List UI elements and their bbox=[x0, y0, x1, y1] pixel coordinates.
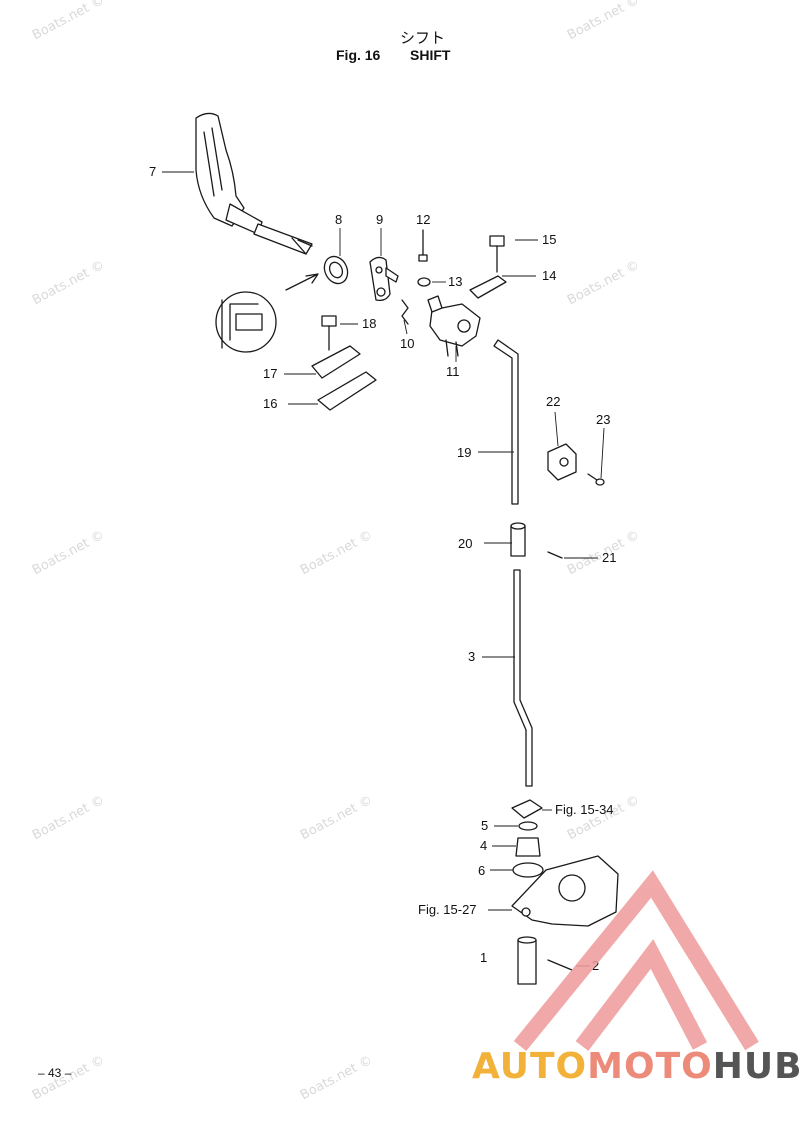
logo-text-hub: HUB bbox=[712, 1046, 800, 1087]
callout-17: 17 bbox=[263, 366, 277, 381]
part-screw-23 bbox=[587, 473, 605, 486]
callout-7: 7 bbox=[149, 164, 156, 179]
part-shift-arm bbox=[369, 256, 399, 302]
callout-3: 3 bbox=[468, 649, 475, 664]
part-bolt-15 bbox=[489, 235, 505, 273]
part-pin-2 bbox=[547, 959, 573, 971]
part-wave-washer bbox=[323, 255, 349, 285]
part-shift-rod-upper bbox=[493, 339, 519, 505]
figure-number: Fig. 16 bbox=[336, 47, 381, 63]
callout-11: 11 bbox=[446, 364, 460, 379]
callout-22: 22 bbox=[546, 394, 560, 409]
japanese-title: シフト bbox=[400, 29, 446, 47]
callout-14: 14 bbox=[542, 268, 556, 283]
callout-4: 4 bbox=[480, 838, 487, 853]
part-bolt-18 bbox=[321, 315, 337, 351]
part-pin-21 bbox=[547, 551, 563, 559]
callout-fig-15-34: Fig. 15-34 bbox=[555, 802, 614, 817]
callout-10: 10 bbox=[400, 336, 414, 351]
callout-16: 16 bbox=[263, 396, 277, 411]
part-washer-13 bbox=[417, 277, 431, 287]
part-housing bbox=[511, 855, 619, 927]
callout-8: 8 bbox=[335, 212, 342, 227]
callout-1: 1 bbox=[480, 950, 487, 965]
page-number: – 43 – bbox=[38, 1066, 72, 1080]
part-screw-12 bbox=[418, 229, 428, 262]
figure-title: SHIFT bbox=[410, 47, 451, 63]
part-o-ring-6 bbox=[512, 862, 544, 878]
callout-13: 13 bbox=[448, 274, 462, 289]
part-block-22 bbox=[547, 443, 577, 481]
callout-5: 5 bbox=[481, 818, 488, 833]
part-shift-rod-lower bbox=[513, 569, 533, 787]
part-joint-20 bbox=[510, 522, 526, 557]
callout-20: 20 bbox=[458, 536, 472, 551]
callout-labels: 7 8 9 12 13 15 14 18 10 11 17 16 22 23 1… bbox=[149, 164, 616, 973]
part-plate-ref-15-34 bbox=[511, 799, 543, 819]
callout-18: 18 bbox=[362, 316, 376, 331]
part-shift-lever-handle bbox=[195, 112, 313, 255]
callout-21: 21 bbox=[602, 550, 616, 565]
callout-6: 6 bbox=[478, 863, 485, 878]
callout-15: 15 bbox=[542, 232, 556, 247]
logo-text-auto: AUTO bbox=[472, 1046, 588, 1087]
logo-text-moto: MOTO bbox=[587, 1046, 713, 1087]
detail-inset bbox=[215, 291, 277, 353]
callout-23: 23 bbox=[596, 412, 610, 427]
part-plate-16 bbox=[317, 371, 377, 411]
part-shaft-1 bbox=[517, 936, 537, 985]
part-seal-5 bbox=[518, 821, 538, 831]
automotohub-logo: AUTOMOTOHUB bbox=[472, 1046, 800, 1087]
automotohub-logo-mark bbox=[513, 870, 759, 1052]
callout-12: 12 bbox=[416, 212, 430, 227]
part-shift-bracket bbox=[427, 295, 481, 357]
assembly-arrow bbox=[285, 273, 319, 291]
part-plate-17 bbox=[311, 345, 361, 379]
callout-9: 9 bbox=[376, 212, 383, 227]
part-clip bbox=[401, 299, 409, 325]
part-bushing-4 bbox=[515, 837, 541, 857]
callout-19: 19 bbox=[457, 445, 471, 460]
callout-fig-15-27: Fig. 15-27 bbox=[418, 902, 477, 917]
part-plate-14 bbox=[469, 275, 507, 299]
